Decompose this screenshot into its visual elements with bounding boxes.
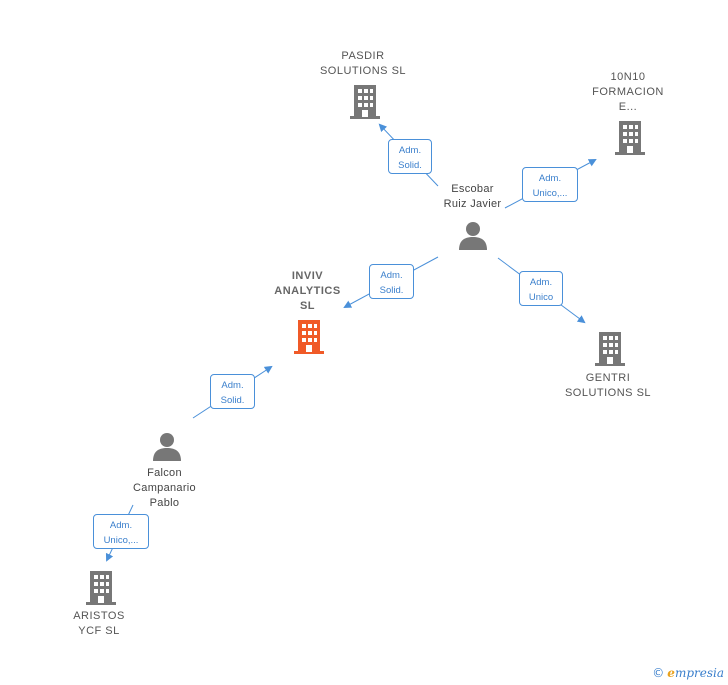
aristos-label[interactable]: ARISTOS YCF SL [73, 610, 125, 637]
edge-label-falcon-aristos[interactable]: Adm. Unico,... [93, 514, 149, 549]
escobar-person-icon[interactable] [459, 222, 487, 250]
edge-label-escobar-n10n10[interactable]: Adm. Unico,... [522, 167, 578, 202]
inviv-label[interactable]: INVIV ANALYTICS SL [274, 270, 341, 312]
edge-label-escobar-pasdir[interactable]: Adm. Solid. [388, 139, 432, 174]
brand-name: mpresia [674, 666, 724, 680]
escobar-label[interactable]: Escobar Ruiz Javier [443, 183, 502, 210]
gentri-building-icon[interactable] [595, 332, 625, 366]
n10n10-building-icon[interactable] [615, 121, 645, 155]
n10n10-label[interactable]: 10N10 FORMACION E... [592, 71, 664, 113]
inviv-building-icon[interactable] [294, 320, 324, 354]
aristos-building-icon[interactable] [86, 571, 116, 605]
edge-label-falcon-inviv[interactable]: Adm. Solid. [210, 374, 255, 409]
copyright-icon: © [652, 666, 665, 680]
pasdir-label[interactable]: PASDIR SOLUTIONS SL [319, 50, 407, 77]
edge-label-escobar-inviv[interactable]: Adm. Solid. [369, 264, 414, 299]
brand-initial: e [667, 666, 675, 680]
falcon-person-icon[interactable] [153, 433, 181, 461]
gentri-label[interactable]: GENTRI SOLUTIONS SL [564, 372, 652, 399]
empresia-watermark: ©empresia [652, 666, 724, 680]
pasdir-building-icon[interactable] [350, 85, 380, 119]
falcon-label[interactable]: Falcon Campanario Pablo [133, 467, 196, 509]
edge-label-escobar-gentri[interactable]: Adm. Unico [519, 271, 563, 306]
